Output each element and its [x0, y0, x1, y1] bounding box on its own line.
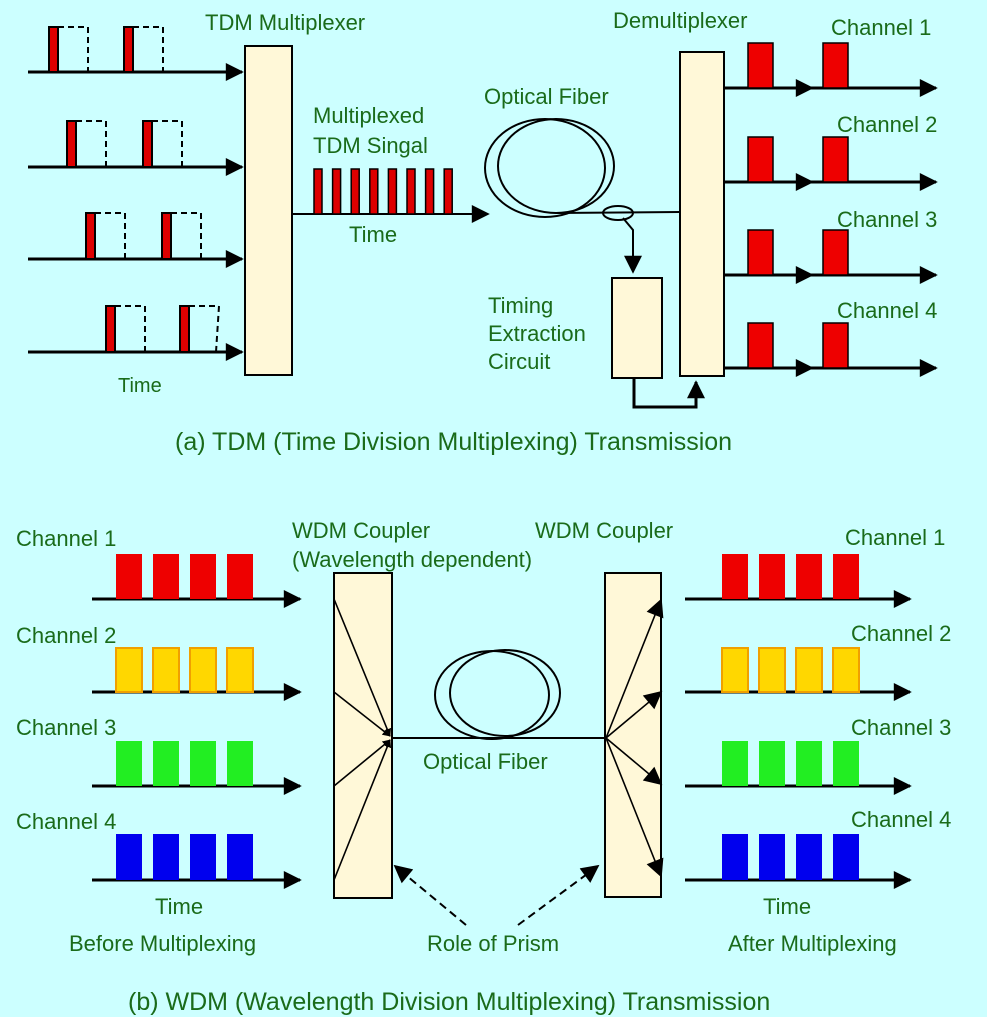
- tdm-output-channel-4: [724, 322, 938, 377]
- tdm-optical-fiber-label: Optical Fiber: [484, 84, 609, 109]
- tdm-multiplexed-pulse: [406, 168, 416, 215]
- wdm-left-coupler-label-line1: WDM Coupler: [292, 518, 430, 543]
- tdm-tap-coupler: [602, 205, 634, 221]
- wdm-right-coupler-label: WDM Coupler: [535, 518, 673, 543]
- tdm-multiplexed-pulse: [424, 168, 435, 215]
- wdm-right-channel-2-label: Channel 2: [851, 621, 951, 646]
- tdm-input-pulse-row-2: [66, 120, 183, 168]
- wdm-right-channel-3-label: Channel 3: [851, 715, 951, 740]
- tdm-multiplexed-label-line1: Multiplexed: [313, 103, 424, 128]
- wdm-right-channel-4-label: Channel 4: [851, 807, 951, 832]
- wdm-left-coupler-label-line2: (Wavelength dependent): [292, 547, 532, 572]
- wdm-input-channel-4: [92, 834, 302, 889]
- tdm-time-label-middle: Time: [349, 222, 397, 247]
- tdm-output-channel-3: [724, 229, 938, 284]
- tdm-demultiplexer-box: [679, 51, 725, 377]
- wdm-after-multiplexing-label: After Multiplexing: [728, 931, 897, 956]
- wdm-time-label-left: Time: [155, 894, 203, 919]
- tdm-input-pulse-row-4: [105, 305, 221, 353]
- wdm-optical-fiber-coil: [392, 649, 605, 740]
- role-of-prism-arrows: [393, 864, 600, 926]
- wdm-left-channel-1-label: Channel 1: [16, 526, 116, 551]
- wdm-left-coupler-rays: [333, 598, 392, 881]
- tdm-channel-1-label: Channel 1: [831, 15, 931, 40]
- wdm-input-channels: [92, 554, 302, 889]
- wdm-before-multiplexing-label: Before Multiplexing: [69, 931, 256, 956]
- tdm-channel-2-label: Channel 2: [837, 112, 937, 137]
- tdm-multiplexed-pulse: [443, 168, 453, 215]
- wdm-panel: Channel 1 Channel 2 Channel 3 Channel 4 …: [16, 518, 951, 1016]
- tdm-demultiplexer-label: Demultiplexer: [613, 8, 748, 33]
- wdm-input-channel-1: [92, 554, 302, 608]
- tdm-caption: (a) TDM (Time Division Multiplexing) Tra…: [175, 428, 732, 456]
- wdm-input-channel-3: [92, 741, 302, 795]
- role-of-prism-label: Role of Prism: [427, 931, 559, 956]
- timing-extraction-label-line1: Timing: [488, 293, 553, 318]
- wdm-output-channel-1: [685, 554, 912, 608]
- tdm-multiplexed-pulse: [313, 168, 323, 215]
- wdm-output-channel-3: [685, 741, 912, 795]
- tdm-output-channel-2: [724, 136, 938, 191]
- wdm-right-coupler-rays: [605, 598, 664, 878]
- tdm-channel-3-label: Channel 3: [837, 207, 937, 232]
- wdm-caption: (b) WDM (Wavelength Division Multiplexin…: [128, 988, 770, 1016]
- wdm-input-channel-2: [92, 647, 302, 701]
- wdm-left-channel-4-label: Channel 4: [16, 809, 116, 834]
- tdm-multiplexed-label-line2: TDM Singal: [313, 133, 428, 158]
- timing-extraction-box: [611, 277, 663, 379]
- wdm-time-label-right: Time: [763, 894, 811, 919]
- tdm-multiplexed-pulse: [350, 168, 360, 215]
- tdm-input-pulse-row-3: [85, 212, 202, 260]
- wdm-left-channel-2-label: Channel 2: [16, 623, 116, 648]
- tdm-multiplexed-pulse: [387, 168, 398, 215]
- timing-extraction-label-line3: Circuit: [488, 349, 550, 374]
- wdm-output-channel-4: [685, 834, 912, 889]
- tdm-multiplexer-box: [244, 45, 293, 376]
- tdm-multiplexed-pulse-train: [313, 168, 453, 215]
- tdm-output-channels: [724, 42, 938, 377]
- tdm-input-pulses: [48, 26, 221, 353]
- tdm-panel: TDM Multiplexer Multiplexed TDM Singal T…: [28, 8, 938, 456]
- tdm-input-pulse-row-1: [48, 26, 164, 73]
- tdm-output-channel-1: [724, 42, 938, 97]
- wdm-output-channels: [685, 554, 912, 889]
- wdm-left-channel-3-label: Channel 3: [16, 715, 116, 740]
- wdm-right-coupler-box: [604, 572, 662, 898]
- wdm-optical-fiber-label: Optical Fiber: [423, 749, 548, 774]
- tdm-multiplexed-pulse: [369, 168, 379, 215]
- tdm-channel-4-label: Channel 4: [837, 298, 937, 323]
- timing-feedback-arrow: [632, 378, 705, 409]
- timing-extraction-label-line2: Extraction: [488, 321, 586, 346]
- tdm-optical-fiber-coil: [484, 118, 681, 274]
- tdm-time-label-left: Time: [118, 375, 162, 397]
- tdm-input-lines: [28, 63, 244, 361]
- wdm-right-channel-1-label: Channel 1: [845, 525, 945, 550]
- tdm-multiplexed-pulse: [331, 168, 342, 215]
- tdm-multiplexer-label: TDM Multiplexer: [205, 10, 365, 35]
- wdm-output-channel-2: [685, 647, 912, 701]
